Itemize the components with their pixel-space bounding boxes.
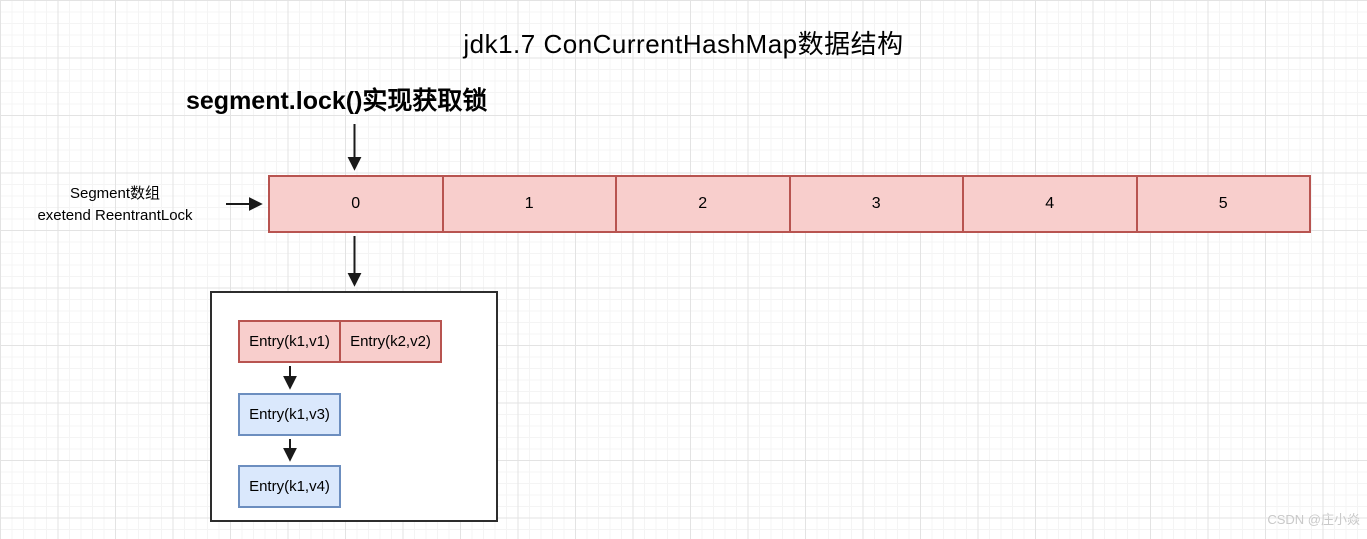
segment-array-label-line2: exetend ReentrantLock — [37, 207, 193, 224]
entry-k1v4: Entry(k1,v4) — [238, 465, 341, 508]
segment-cell-2: 2 — [615, 177, 789, 231]
entry-k1v1: Entry(k1,v1) — [238, 320, 341, 363]
segment-lock-label: segment.lock()实现获取锁 — [186, 87, 488, 115]
segment-cell-1: 1 — [441, 177, 616, 231]
watermark: CSDN @庄小焱 — [1267, 512, 1360, 527]
segment-cell-4: 4 — [962, 177, 1136, 231]
diagram-title: jdk1.7 ConCurrentHashMap数据结构 — [463, 29, 904, 59]
segment-array: 0 1 2 3 4 5 — [268, 175, 1311, 233]
segment-cell-0: 0 — [351, 195, 361, 212]
entry-table-row: Entry(k1,v1) Entry(k2,v2) — [238, 320, 442, 363]
segment-array-label: Segment数组 exetend ReentrantLock — [8, 183, 222, 227]
segment-cell-3: 3 — [788, 177, 963, 231]
entry-k1v3: Entry(k1,v3) — [238, 393, 341, 436]
segment-cell-5: 5 — [1135, 177, 1310, 231]
entry-k2v2: Entry(k2,v2) — [339, 320, 442, 363]
segment-array-label-line1: Segment数组 — [69, 185, 161, 202]
